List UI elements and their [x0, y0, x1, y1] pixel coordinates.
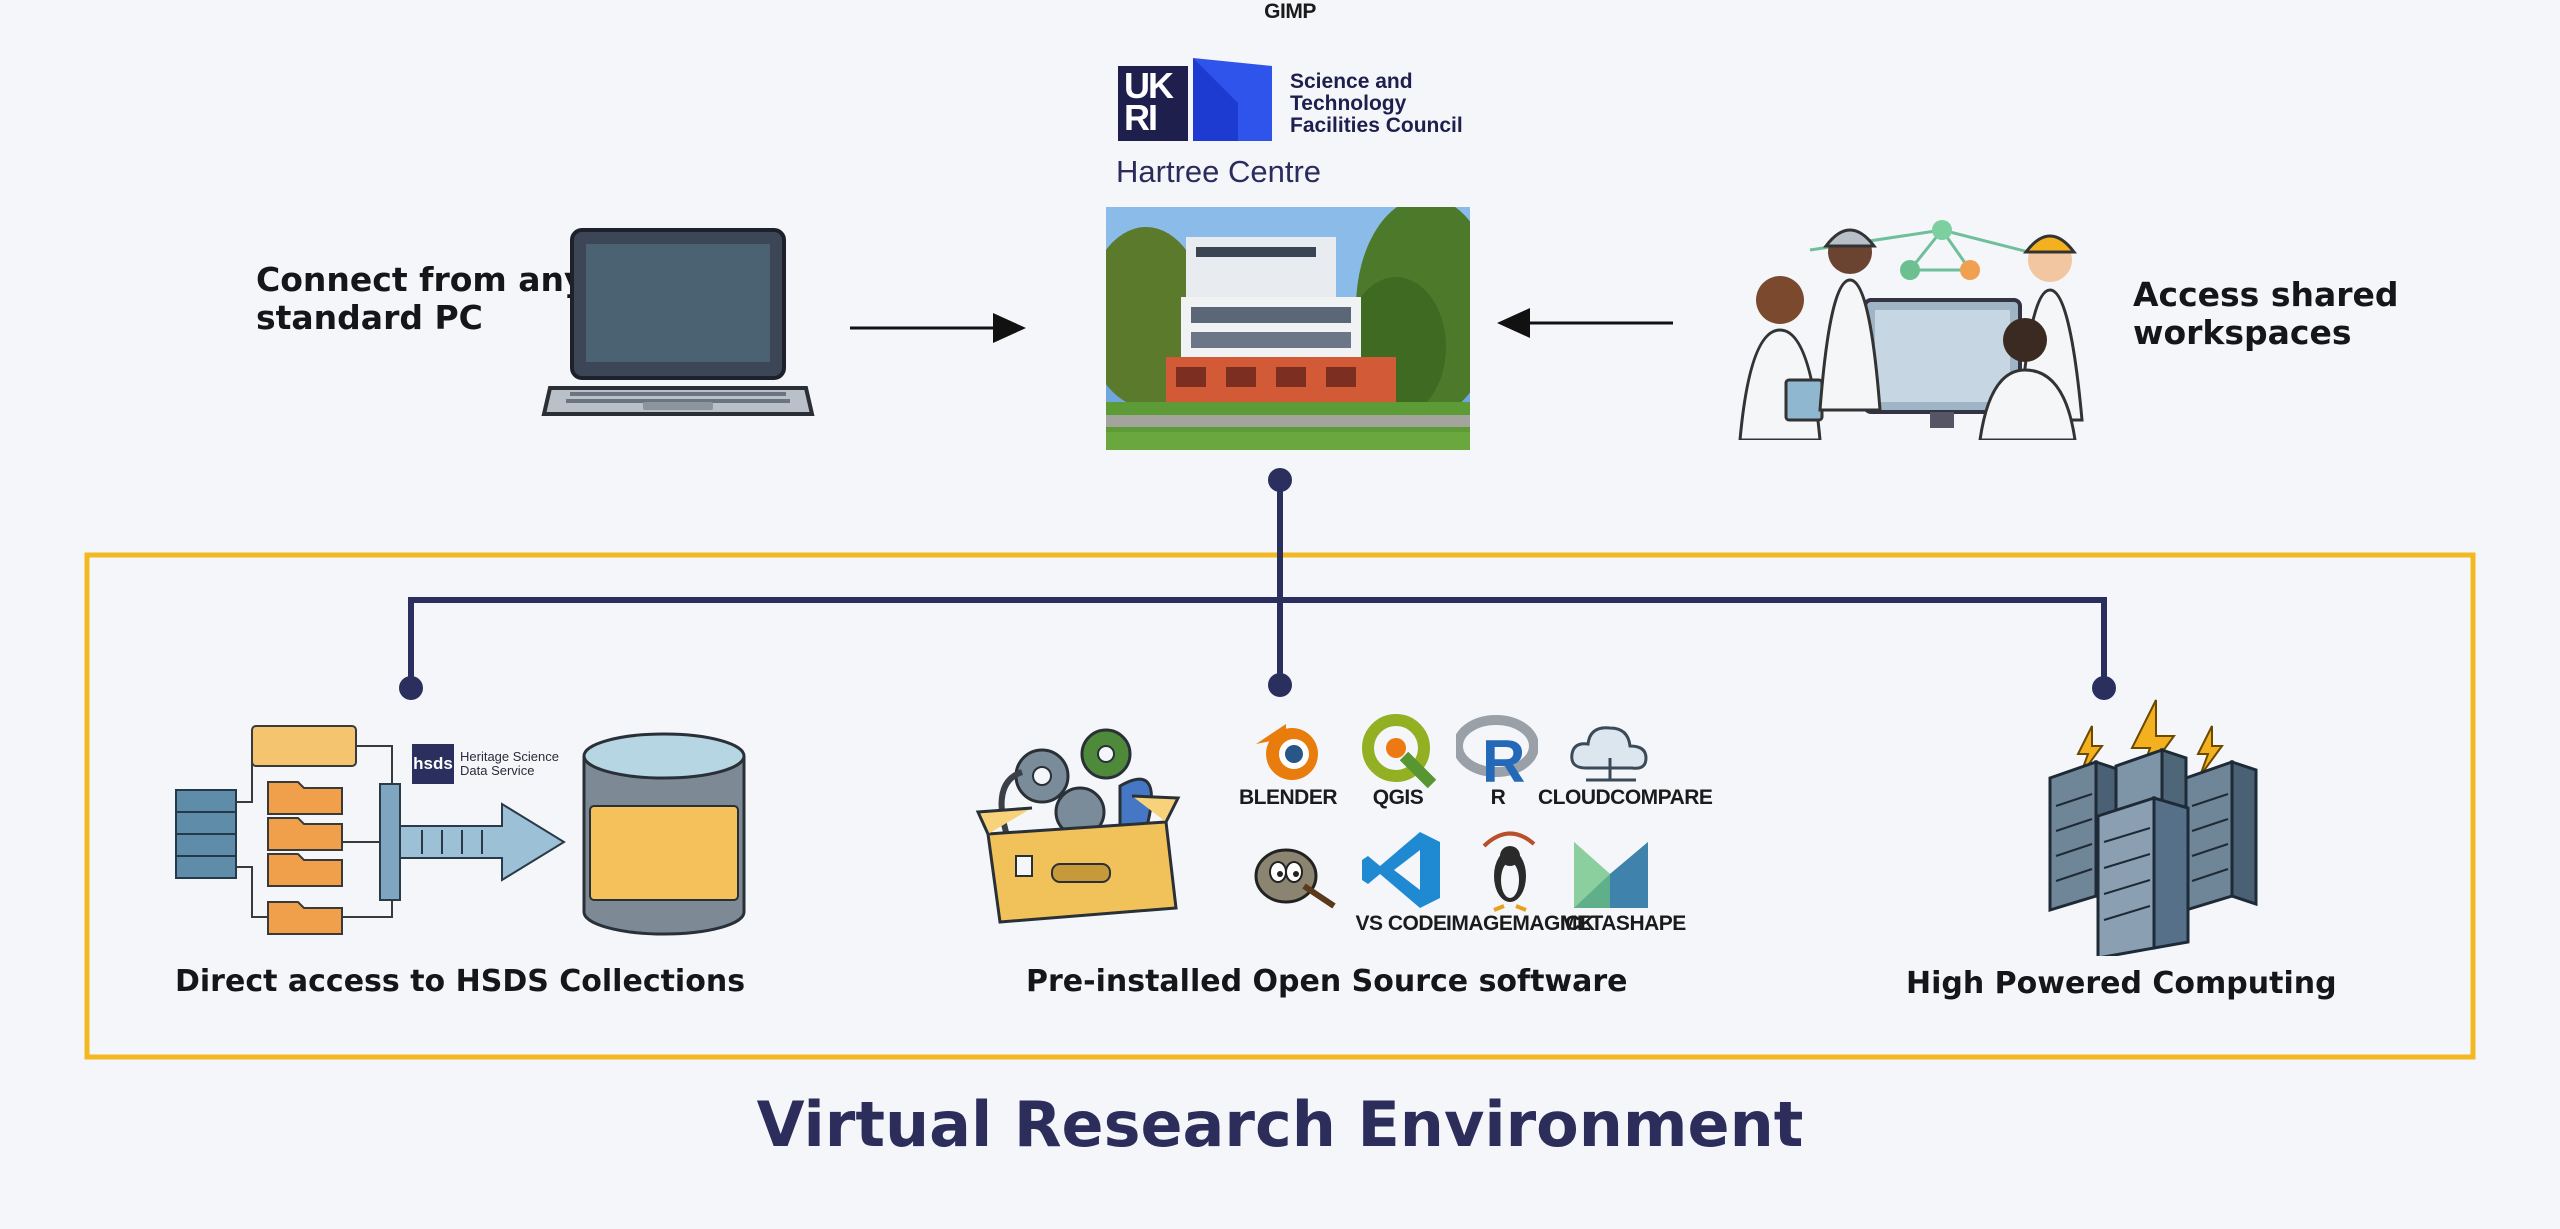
data-flow-illustration — [172, 722, 762, 942]
node-right — [2092, 676, 2116, 700]
app-label-metashape: METASHAPE — [1560, 912, 1686, 935]
app-label-imagemagick: IMAGEMAGICK — [1446, 912, 1595, 935]
cloudcompare-icon — [1566, 718, 1652, 784]
hsds-badge-mark: hsds — [412, 744, 454, 784]
app-label-r: R — [1490, 786, 1506, 809]
laptop-icon — [540, 228, 816, 424]
svg-text:R: R — [1482, 728, 1525, 788]
app-label-blender: BLENDER — [1238, 786, 1338, 809]
connect-pc-label: Connect from any standard PC — [256, 261, 586, 337]
software-label: Pre-installed Open Source software — [1026, 964, 1628, 999]
hartree-building-photo — [1106, 207, 1470, 450]
hpc-label: High Powered Computing — [1906, 966, 2337, 1001]
shared-workspaces-label: Access shared workspaces — [2133, 276, 2399, 352]
hsds-label: Direct access to HSDS Collections — [175, 964, 746, 999]
gimp-icon — [1248, 832, 1338, 910]
hsds-badge-text: Heritage Science Data Service — [460, 750, 559, 778]
node-center — [1268, 673, 1292, 697]
connect-pc-line-1: Connect from any — [256, 260, 586, 299]
ukri-logo: UKRI — [1118, 58, 1272, 144]
council-line-3: Facilities Council — [1290, 114, 1463, 137]
council-name: Science and Technology Facilities Counci… — [1290, 71, 1463, 137]
scientists-illustration — [1720, 210, 2120, 440]
node-left — [399, 676, 423, 700]
centre-name: Hartree Centre — [1116, 154, 1322, 189]
hsds-badge-line-1: Heritage Science — [460, 749, 559, 764]
shared-workspaces-line-2: workspaces — [2133, 313, 2352, 352]
council-line-1: Science and — [1290, 70, 1413, 93]
connect-pc-line-2: standard PC — [256, 298, 483, 337]
blender-icon — [1246, 714, 1330, 786]
shared-workspaces-line-1: Access shared — [2133, 275, 2399, 314]
metashape-icon — [1570, 834, 1652, 910]
server-stack-icon — [2036, 696, 2266, 956]
diagram-title: Virtual Research Environment — [756, 1088, 1804, 1161]
app-label-qgis: QGIS — [1372, 786, 1424, 809]
connector-tree — [408, 480, 2107, 686]
vscode-icon — [1358, 828, 1444, 912]
hsds-badge-line-2: Data Service — [460, 763, 535, 778]
software-box-icon — [972, 712, 1182, 932]
ukri-letters: UKRI — [1124, 65, 1174, 138]
app-label-cloudcompare: CLOUDCOMPARE — [1538, 786, 1713, 809]
node-top — [1268, 468, 1292, 492]
imagemagick-icon — [1464, 826, 1554, 912]
r-language-icon: R — [1456, 712, 1538, 788]
ukri-logo-letters: UKRI — [1124, 65, 1184, 138]
qgis-icon — [1360, 712, 1436, 788]
app-label-vscode: VS CODE — [1355, 912, 1447, 935]
council-line-2: Technology — [1290, 92, 1407, 115]
app-label-gimp: GIMP — [1264, 0, 1316, 23]
